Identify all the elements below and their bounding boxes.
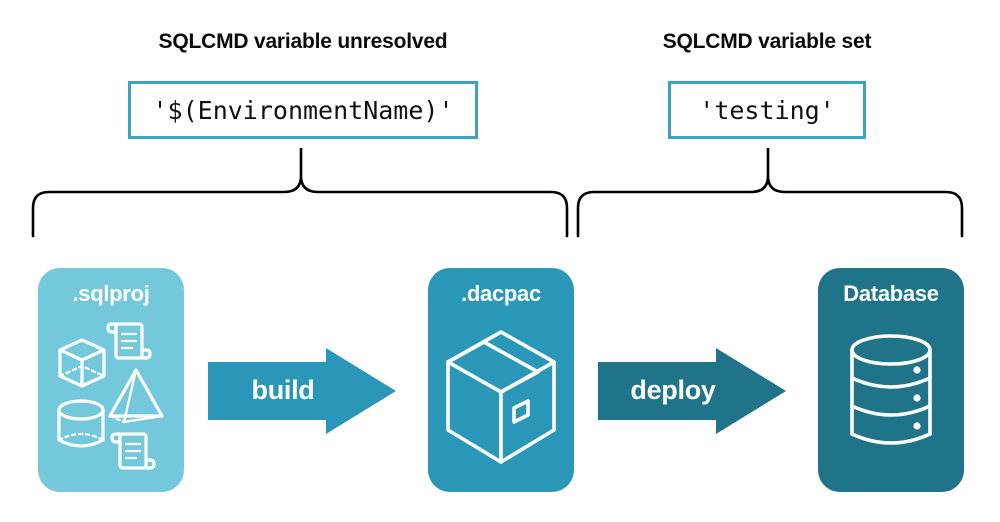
package-box-illustration	[446, 330, 556, 464]
sqlcmd-value-unresolved: '$(EnvironmentName)'	[152, 95, 454, 125]
brace-set	[576, 148, 964, 238]
card-title-database: Database	[843, 281, 939, 306]
sqlcmd-value-box-set: 'testing'	[668, 81, 866, 139]
card-title-sqlproj: .sqlproj	[72, 281, 150, 306]
sqlcmd-value-set: 'testing'	[699, 95, 835, 125]
card-title-dacpac: .dacpac	[461, 281, 541, 306]
section-label-unresolved: SQLCMD variable unresolved	[158, 30, 448, 53]
card-database[interactable]: Database	[818, 268, 964, 492]
arrow-build: build	[208, 348, 398, 434]
database-status-dots	[913, 366, 921, 430]
scroll-icon	[110, 432, 156, 470]
arrow-deploy: deploy	[598, 348, 788, 434]
package-box-icon	[446, 330, 556, 464]
database-illustration	[850, 334, 932, 445]
arrow-build-shape	[208, 348, 396, 434]
scroll-icon	[106, 322, 152, 360]
cube-icon	[58, 338, 106, 388]
sqlcmd-value-box-unresolved: '$(EnvironmentName)'	[128, 81, 478, 139]
card-dacpac[interactable]: .dacpac	[428, 268, 574, 492]
sqlproj-artifacts-illustration	[57, 322, 164, 470]
database-cylinder-icon	[850, 334, 932, 445]
cylinder-icon	[57, 399, 105, 448]
card-sqlproj[interactable]: .sqlproj	[38, 268, 184, 492]
brace-unresolved	[31, 148, 569, 238]
pyramid-icon	[108, 368, 164, 424]
arrow-deploy-shape	[598, 348, 786, 434]
section-label-set: SQLCMD variable set	[662, 30, 872, 53]
